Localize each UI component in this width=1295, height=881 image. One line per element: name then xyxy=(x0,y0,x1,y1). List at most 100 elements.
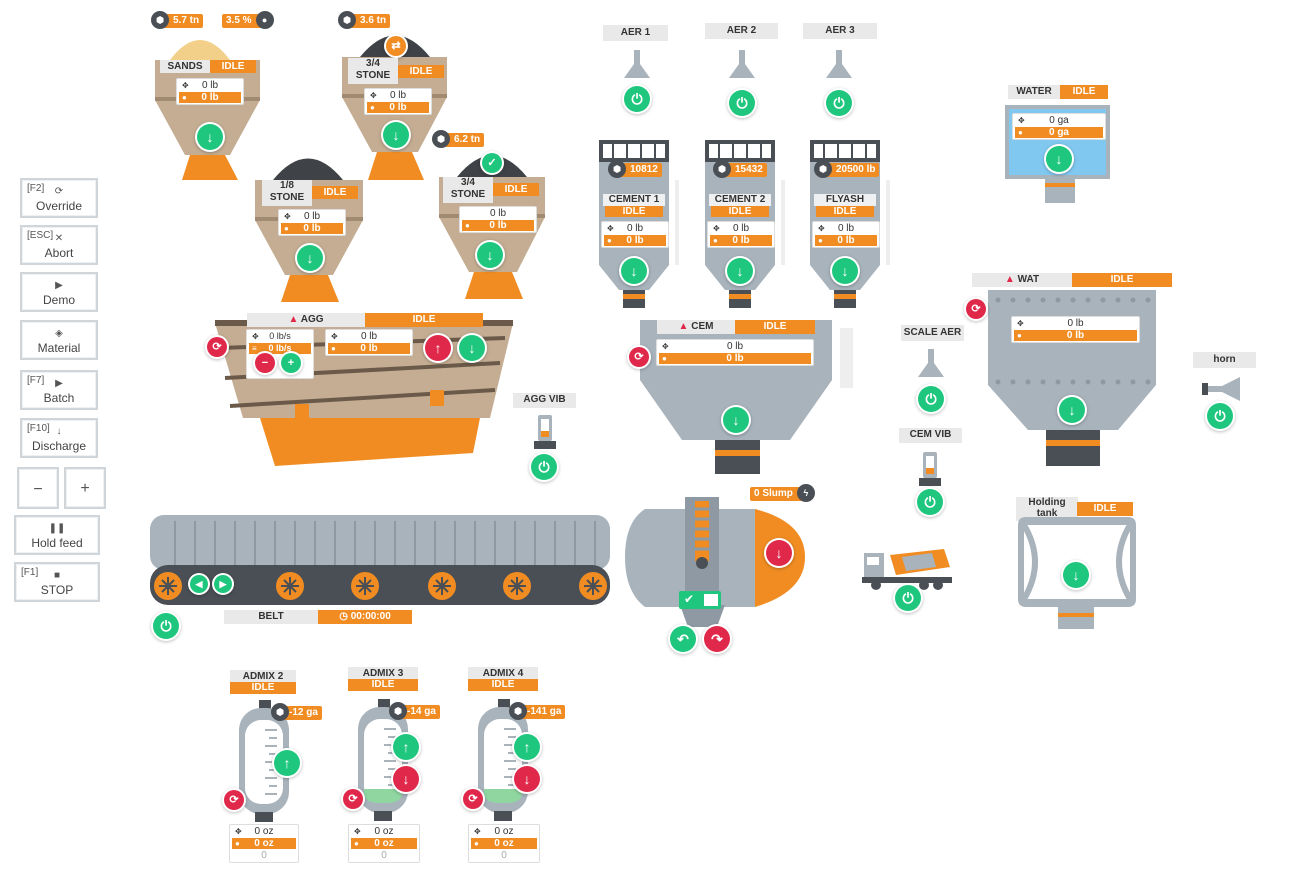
warning-icon: ▲ xyxy=(288,314,299,325)
mixer-toggle[interactable]: ✔ xyxy=(679,591,721,609)
admix4-extra-row: 0 xyxy=(471,850,537,861)
agg-up-button[interactable]: ↑ xyxy=(425,335,451,361)
drop-icon: ● xyxy=(284,224,289,233)
sands-discharge-button[interactable]: ↓ xyxy=(197,124,223,150)
scale-aer-graphic xyxy=(918,349,944,377)
admix4-down-button[interactable]: ↓ xyxy=(514,766,540,792)
belt-power-button[interactable]: ⏻ xyxy=(153,613,179,639)
admix4-refresh-button[interactable]: ⟳ xyxy=(463,789,483,809)
aer1-graphic xyxy=(624,50,650,78)
stone18-name1: 1/8 xyxy=(280,180,294,191)
admix2-actual: 0 oz xyxy=(254,838,274,849)
mixer-discharge-button[interactable]: ↓ xyxy=(766,540,792,566)
minus-button[interactable]: − xyxy=(17,467,59,509)
hold-feed-label: Hold feed xyxy=(31,536,83,550)
mixer-forward-button[interactable]: ↷ xyxy=(704,626,730,652)
admix4-up-button[interactable]: ↑ xyxy=(514,734,540,760)
material-label: Material xyxy=(37,341,81,355)
cement2-status: IDLE xyxy=(711,206,769,217)
agg-rate-decrease-button[interactable]: − xyxy=(255,353,275,373)
cem-discharge-button[interactable]: ↓ xyxy=(723,407,749,433)
override-button[interactable]: [F2] ⟳ Override xyxy=(20,178,98,218)
demo-button[interactable]: ▶ Demo xyxy=(20,272,98,312)
admix3-down-button[interactable]: ↓ xyxy=(393,766,419,792)
stone18-actual-row: ●0 lb xyxy=(281,223,343,234)
admix3-up-button[interactable]: ↑ xyxy=(393,734,419,760)
belt-timer: 00:00:00 xyxy=(350,611,391,622)
admix2-up-button[interactable]: ↑ xyxy=(274,750,300,776)
admix2-weights-panel: ✥0 oz ●0 oz 0 xyxy=(229,824,299,863)
drop-icon: ● xyxy=(474,839,479,848)
agg-down-button[interactable]: ↓ xyxy=(459,335,485,361)
cement2-name: CEMENT 2 xyxy=(709,194,771,206)
cement1-discharge-button[interactable]: ↓ xyxy=(621,258,647,284)
wat-refresh-button[interactable]: ⟳ xyxy=(966,299,986,319)
admix2-level-badge: ⬢-12 ga xyxy=(271,703,322,721)
play-icon: ▶ xyxy=(55,378,63,389)
wat-target: 0 lb xyxy=(1067,318,1084,329)
water-drop-icon: ● xyxy=(255,11,274,29)
cement2-discharge-button[interactable]: ↓ xyxy=(727,258,753,284)
stone34a-swap-icon[interactable]: ⇄ xyxy=(386,36,406,56)
stone34b-discharge-button[interactable]: ↓ xyxy=(477,242,503,268)
cube-icon: ⬢ xyxy=(509,702,527,720)
stop-button[interactable]: [F1] ■ STOP xyxy=(14,562,100,602)
holding-tank-discharge-button[interactable]: ↓ xyxy=(1063,562,1089,588)
admix3-tank-graphic xyxy=(358,699,408,821)
target-icon: ✥ xyxy=(182,81,189,90)
agg-refresh-button[interactable]: ⟳ xyxy=(207,337,227,357)
refresh-icon: ⟳ xyxy=(54,186,64,197)
aer3-power-button[interactable]: ⏻ xyxy=(826,90,852,116)
batch-button[interactable]: [F7] ▶ Batch xyxy=(20,370,98,410)
flyash-stock-badge: ⬢20500 lb xyxy=(814,160,880,178)
arrow-down-icon: ↓ xyxy=(56,426,62,437)
horn-button[interactable]: ⏻ xyxy=(1207,403,1233,429)
admix2-extra: 0 xyxy=(261,850,267,861)
horn-graphic xyxy=(1202,377,1240,401)
wat-discharge-button[interactable]: ↓ xyxy=(1059,397,1085,423)
admix2-refresh-button[interactable]: ⟳ xyxy=(224,790,244,810)
scale-aer-power-button[interactable]: ⏻ xyxy=(918,386,944,412)
stone34a-discharge-button[interactable]: ↓ xyxy=(383,122,409,148)
cem-target: 0 lb xyxy=(726,341,744,352)
flyash-actual: 0 lb xyxy=(837,235,855,246)
discharge-button[interactable]: [F10] ↓ Discharge xyxy=(20,418,98,458)
water-target-row: ✥0 ga xyxy=(1015,115,1103,126)
abort-button[interactable]: [ESC] ✕ Abort xyxy=(20,225,98,265)
aer2-power-button[interactable]: ⏻ xyxy=(729,90,755,116)
drop-icon: ● xyxy=(662,354,667,363)
belt-reverse-button[interactable]: ◀ xyxy=(190,575,208,593)
flyash-discharge-button[interactable]: ↓ xyxy=(832,258,858,284)
minus-label: − xyxy=(33,481,43,498)
sands-actual: 0 lb xyxy=(201,92,219,103)
admix2-name: ADMIX 2 xyxy=(230,670,296,684)
cem-vib-power-button[interactable]: ⏻ xyxy=(917,489,943,515)
demo-label: Demo xyxy=(42,293,75,307)
water-discharge-button[interactable]: ↓ xyxy=(1046,146,1072,172)
check-icon: ✔ xyxy=(684,592,695,606)
override-label: Override xyxy=(35,199,82,213)
plus-button[interactable]: + xyxy=(64,467,106,509)
hold-feed-button[interactable]: ❚❚ Hold feed xyxy=(14,515,100,555)
water-target: 0 ga xyxy=(1049,115,1069,126)
mixer-reverse-button[interactable]: ↶ xyxy=(670,626,696,652)
admix3-refresh-button[interactable]: ⟳ xyxy=(343,789,363,809)
agg-rate-increase-button[interactable]: + xyxy=(281,353,301,373)
agg-vib-power-button[interactable]: ⏻ xyxy=(531,454,557,480)
stone34a-target: 0 lb xyxy=(389,90,407,101)
belt-forward-button[interactable]: ▶ xyxy=(214,575,232,593)
aer1-power-button[interactable]: ⏻ xyxy=(624,86,650,112)
truck-power-button[interactable]: ⏻ xyxy=(895,585,921,611)
admix3-name: ADMIX 3 xyxy=(348,667,418,681)
cem-refresh-button[interactable]: ⟳ xyxy=(629,347,649,367)
stone18-discharge-button[interactable]: ↓ xyxy=(297,245,323,271)
pause-icon: ❚❚ xyxy=(48,523,66,534)
agg-rate-panel: ✥0 lb/s ≡0 lb/s xyxy=(246,329,314,379)
stone34b-actual: 0 lb xyxy=(489,220,507,231)
admix4-name: ADMIX 4 xyxy=(468,667,538,681)
material-button[interactable]: ◈ Material xyxy=(20,320,98,360)
stone34b-status: IDLE xyxy=(493,183,539,196)
clock-icon: ◷ xyxy=(339,611,348,622)
admix2-tank-graphic xyxy=(239,700,289,822)
